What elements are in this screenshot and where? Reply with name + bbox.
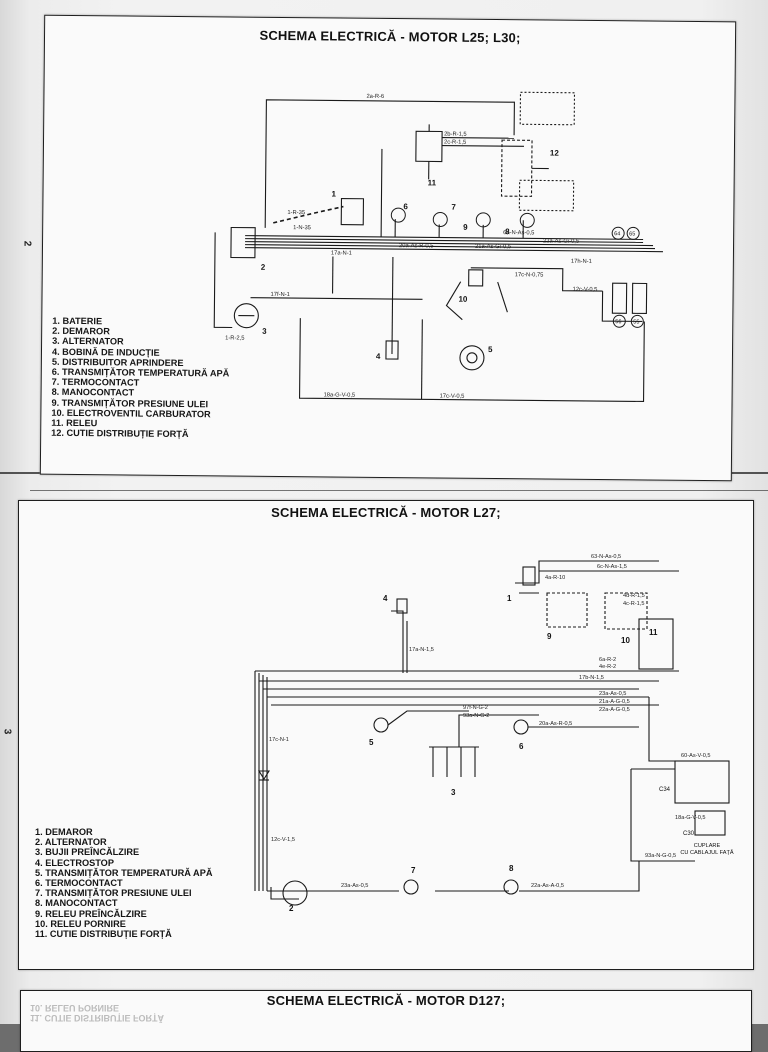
legend-item: 9. RELEU PREÎNCĂLZIRE: [35, 909, 212, 919]
bleed-line: 11. CUTIE DISTRIBUȚIE FORȚĂ: [30, 1013, 164, 1023]
wire-label: 17f-N-1: [271, 292, 290, 298]
component-number: 6: [519, 742, 524, 751]
wire-label: 20a-As-R-0,5: [399, 243, 434, 249]
wire-label: 17c-V-0,5: [440, 394, 465, 400]
wire-label: 17c-N-1: [269, 737, 289, 743]
wire-label: 4a-R-10: [545, 575, 565, 581]
wire-label: 4c-R-1,5: [623, 601, 644, 607]
legend-item: 1. DEMAROR: [35, 827, 212, 837]
wire-label: 12c-V-1,5: [271, 837, 295, 843]
component-legend: 1. BATERIE 2. DEMAROR 3. ALTERNATOR 4. B…: [51, 316, 230, 440]
legend-item: 11. CUTIE DISTRIBUȚIE FORȚĂ: [35, 929, 212, 939]
connector-label: 56: [615, 319, 621, 325]
diagram-sheet-l27: SCHEMA ELECTRICĂ - MOTOR L27;: [18, 500, 754, 970]
wire-label: 2a-R-6: [366, 94, 384, 100]
component-number: 11: [649, 628, 658, 637]
component-number: 3: [262, 327, 267, 336]
wire-label: 20a-As-R-0,5: [539, 721, 572, 727]
connector-label: 65: [629, 231, 635, 237]
page-number-3: 3: [1, 729, 12, 735]
component-number: 1: [331, 189, 336, 198]
component-number: 2: [261, 263, 266, 272]
wire-label: 21a-A-G-0,5: [599, 699, 630, 705]
diagram-sheet-l25-l30: SCHEMA ELECTRICĂ - MOTOR L25; L30;: [40, 15, 736, 482]
wire-label: 60-As-V-0,5: [681, 753, 711, 759]
component-number: 7: [411, 866, 416, 875]
legend-item: 2. ALTERNATOR: [35, 837, 212, 847]
component-number: 2: [289, 904, 294, 913]
connector-note: CUPLARE: [694, 843, 721, 849]
fold-line: [30, 490, 768, 491]
wire-label: 12c-V-0,5: [573, 287, 598, 293]
wire-label: 18a-G-V-0,5: [675, 815, 705, 821]
wire-label: 63-N-As-0,5: [591, 554, 621, 560]
wire-label: 97f-N-G-2: [463, 705, 488, 711]
wire-label: 22a-As-A-0,5: [531, 883, 564, 889]
component-number: 4: [376, 352, 381, 361]
legend-item: 3. BUJII PREÎNCĂLZIRE: [35, 847, 212, 857]
wire-label: 18a-G-V-0,5: [324, 392, 356, 398]
component-number: 8: [509, 864, 514, 873]
component-number: 4: [383, 594, 388, 603]
wire-label: 93a-N-G-0,5: [645, 853, 676, 859]
component-number: 9: [547, 632, 552, 641]
component-number: 10: [621, 636, 630, 645]
component-number: 11: [428, 178, 437, 187]
component-number: 8: [505, 227, 510, 236]
component-number: 10: [458, 295, 468, 304]
wire-label: 2b-R-1,5: [444, 132, 467, 138]
component-number: 9: [463, 223, 468, 232]
bleed-line: 10. RELEU PORNIRE: [30, 1003, 164, 1013]
wire-label: 21a-As-Gi-0,5: [475, 244, 511, 250]
wire-label: 22a-A-G-0,5: [599, 707, 630, 713]
connector-note: CU CABLAJUL FAȚĂ: [680, 849, 734, 856]
wire-label: 23a-As-0,5: [341, 883, 368, 889]
component-number: 1: [507, 594, 512, 603]
wire-label: 17h-N-1: [571, 259, 592, 265]
legend-item: 5. TRANSMIȚĂTOR TEMPERATURĂ APĂ: [35, 868, 212, 878]
legend-item: 6. TERMOCONTACT: [35, 878, 212, 888]
wire-label: 17a-N-1: [331, 250, 352, 256]
legend-item: 12. CUTIE DISTRIBUȚIE FORȚĂ: [51, 428, 229, 440]
connector-label: 55: [633, 319, 639, 325]
wire-label: 17c-N-0,75: [515, 272, 544, 278]
wire-label: 22a-As-Gi-0,5: [543, 238, 579, 244]
legend-item: 10. RELEU PORNIRE: [35, 919, 212, 929]
page-number-2: 2: [21, 241, 32, 247]
wire-label: 1-R-35: [287, 210, 305, 216]
component-number: 6: [403, 202, 408, 211]
wire-label: 23a-As-0,5: [599, 691, 626, 697]
wire-label: 6a-R-2: [599, 657, 616, 663]
wire-label: 4e-R-2: [599, 664, 616, 670]
wire-label: 17b-N-1,5: [579, 675, 604, 681]
component-number: 3: [451, 788, 456, 797]
component-number: 12: [550, 149, 560, 158]
legend-item: 4. ELECTROSTOP: [35, 858, 212, 868]
bleed-through-text: 11. CUTIE DISTRIBUȚIE FORȚĂ 10. RELEU PO…: [30, 1003, 164, 1023]
wire-label: 2c-R-1,5: [444, 140, 466, 146]
connector-label: 64: [614, 231, 620, 237]
component-number: 5: [369, 738, 374, 747]
wire-label: 17a-N-1,5: [409, 647, 434, 653]
wire-label: 6c-N-As-1,5: [597, 564, 627, 570]
component-number: 7: [451, 203, 456, 212]
connector-label: C34: [659, 787, 671, 793]
legend-item: 7. TRANSMIȚĂTOR PRESIUNE ULEI: [35, 888, 212, 898]
component-legend: 1. DEMAROR 2. ALTERNATOR 3. BUJII PREÎNC…: [35, 827, 212, 939]
component-number: 5: [488, 345, 493, 354]
wire-label: 1-N-35: [293, 225, 311, 231]
connector-label: C30: [683, 831, 695, 837]
wire-label: 93a-N-G-2: [463, 713, 489, 719]
legend-item: 8. MANOCONTACT: [35, 898, 212, 908]
wire-label: 4d-R-1,5: [623, 593, 645, 599]
